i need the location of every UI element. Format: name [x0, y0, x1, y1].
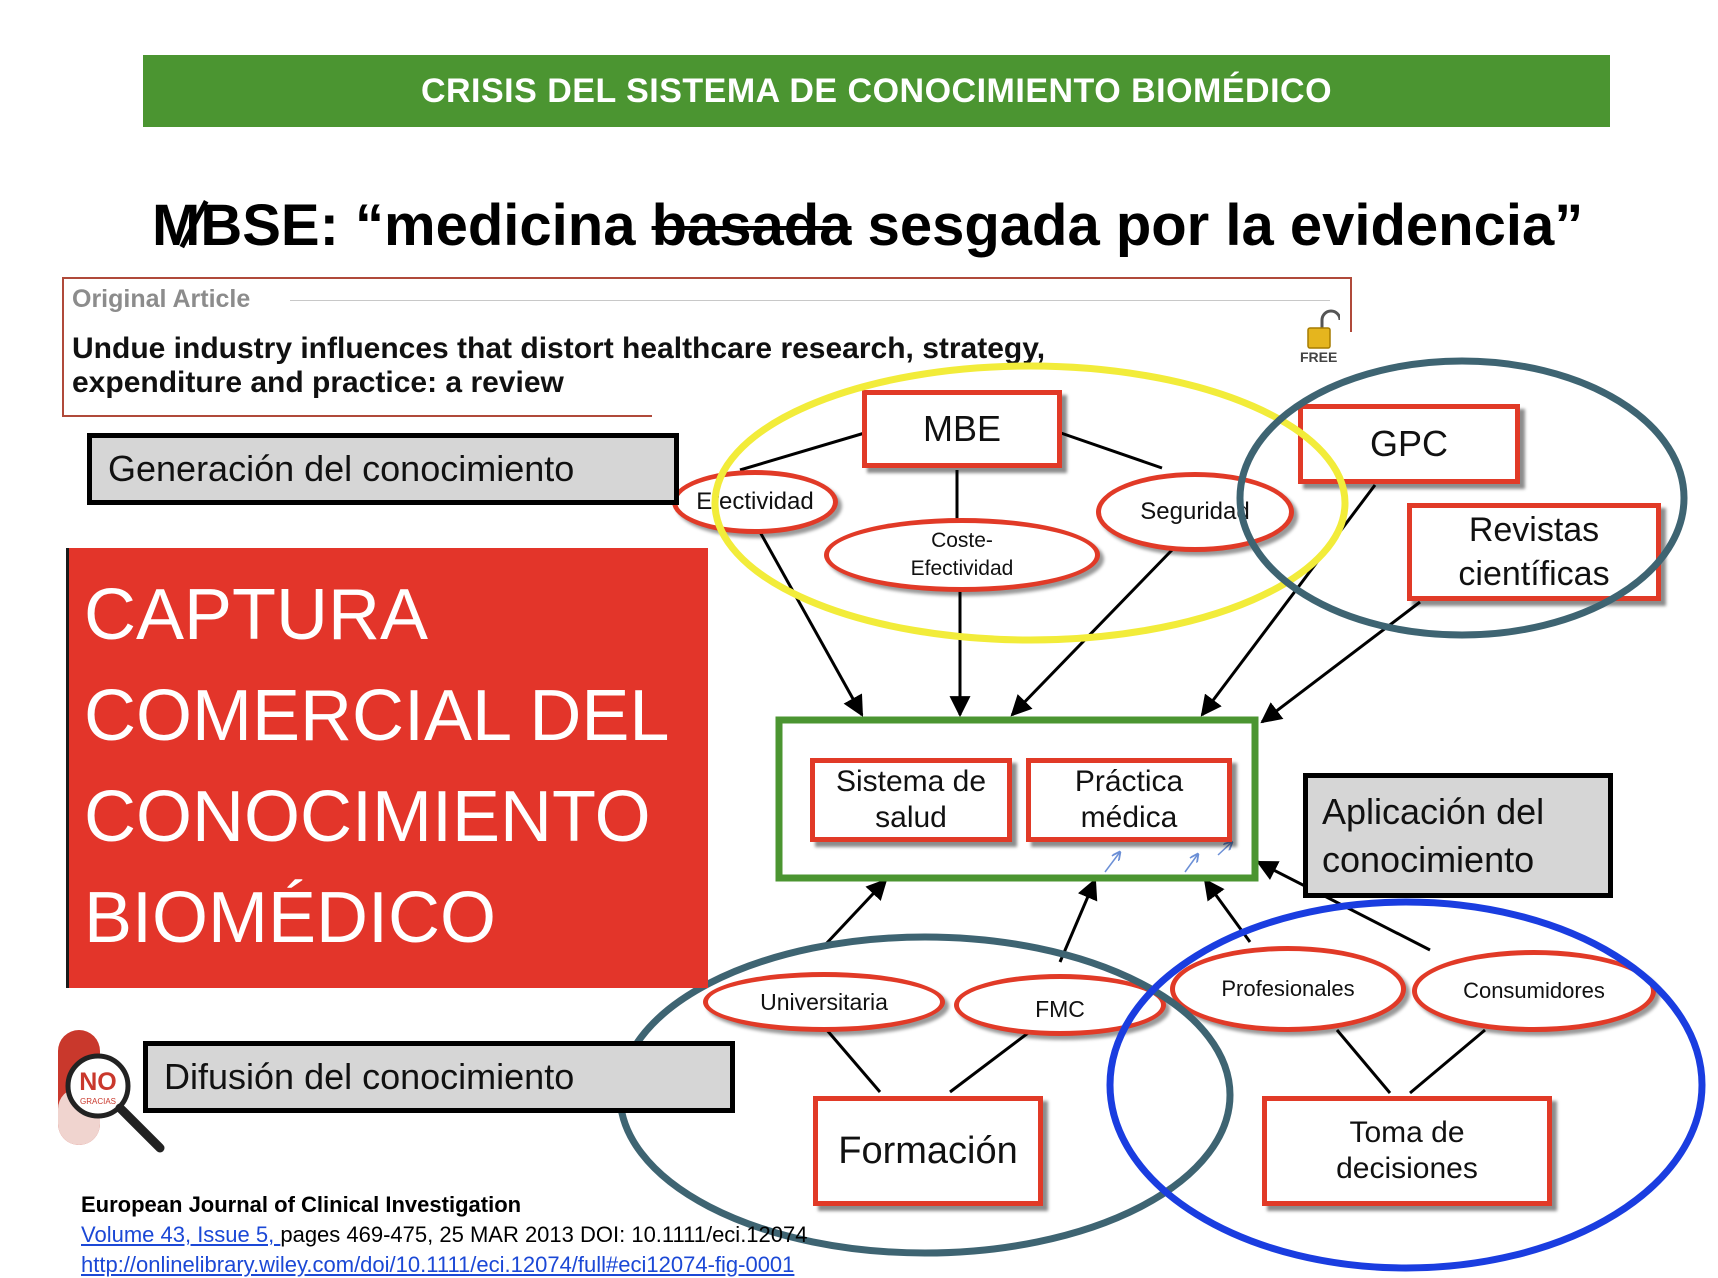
headline-prefix-rest: SE: “medicina: [242, 193, 652, 258]
capture-text: CAPTURA COMERCIAL DEL CONOCIMIENTO BIOMÉ…: [84, 565, 704, 969]
small-arrow: [1217, 842, 1232, 856]
logo-no-text: NO: [79, 1068, 117, 1096]
headline-rest: sesgada por la evidencia”: [851, 193, 1584, 258]
arrow-revistas-sistema: [1260, 600, 1421, 724]
capture-line: COMERCIAL DEL: [84, 676, 670, 756]
label-application: Aplicación del conocimiento: [1303, 773, 1613, 898]
capture-block: [66, 548, 708, 988]
connector-toma-consumidores: [1409, 1028, 1486, 1095]
health-system-container: [775, 716, 1259, 882]
capture-line: CONOCIMIENTO: [84, 777, 651, 857]
arrow-profesionales-sistema: [1203, 878, 1252, 943]
capture-line: BIOMÉDICO: [84, 878, 497, 958]
article-divider: [290, 300, 1330, 301]
connector-formacion-universitaria: [818, 1021, 882, 1093]
open-lock-icon: [1307, 309, 1340, 349]
connector-mbe-seguridad: [1057, 430, 1163, 470]
article-border: [62, 415, 652, 417]
slide-headline: MBSE: “medicina basada sesgada por la ev…: [152, 186, 1632, 266]
capture-line: CAPTURA: [84, 575, 429, 655]
node-practica-medica: Práctica médica: [1026, 758, 1232, 842]
small-arrow: [1184, 854, 1198, 873]
node-gpc: GPC: [1298, 404, 1520, 484]
node-revistas: Revistas científicas: [1407, 503, 1661, 601]
connector-mbe-efectividad: [739, 430, 869, 472]
label-diffusion: Difusión del conocimiento: [143, 1041, 735, 1113]
article-clipping: [62, 277, 1352, 417]
article-border: [1350, 277, 1352, 332]
small-arrow: [1104, 852, 1120, 873]
reference-volume-link[interactable]: Volume 43, Issue 5,: [81, 1222, 281, 1247]
node-universitaria: Universitaria: [703, 972, 945, 1032]
arrow-fmc-sistema: [1058, 878, 1098, 963]
article-kicker: Original Article: [72, 285, 251, 313]
reference-volume-line: Volume 43, Issue 5, pages 469-475, 25 MA…: [81, 1222, 807, 1248]
no-gracias-logo: NO GRACIAS: [58, 1030, 165, 1153]
label-generation: Generación del conocimiento: [87, 433, 679, 505]
node-toma-decisiones: Toma de decisiones: [1262, 1096, 1552, 1206]
node-formacion: Formación: [813, 1096, 1043, 1206]
node-profesionales: Profesionales: [1170, 946, 1406, 1032]
slide-banner: CRISIS DEL SISTEMA DE CONOCIMIENTO BIOMÉ…: [143, 55, 1610, 127]
node-mbe: MBE: [862, 390, 1062, 468]
article-title: Undue industry influences that distort h…: [72, 332, 1046, 399]
headline-struck-word: basada: [651, 193, 852, 258]
reference-journal: European Journal of Clinical Investigati…: [81, 1192, 522, 1217]
headline-crossed-b: B: [200, 186, 242, 266]
reference-pages: pages 469-475, 25 MAR 2013 DOI: 10.1111/…: [280, 1222, 808, 1247]
arrow-universitaria-sistema: [823, 878, 888, 947]
node-fmc: FMC: [954, 974, 1166, 1036]
logo-gracias-text: GRACIAS: [80, 1097, 116, 1106]
node-consumidores: Consumidores: [1412, 950, 1656, 1032]
reference-url-link[interactable]: http://onlinelibrary.wiley.com/doi/10.11…: [81, 1252, 795, 1277]
node-coste-efectividad: Coste-Efectividad: [824, 518, 1100, 592]
node-sistema-salud: Sistema de salud: [810, 758, 1012, 842]
node-seguridad: Seguridad: [1096, 472, 1294, 552]
connector-toma-profesionales: [1335, 1029, 1392, 1094]
node-efectividad: Efectividad: [672, 470, 838, 534]
